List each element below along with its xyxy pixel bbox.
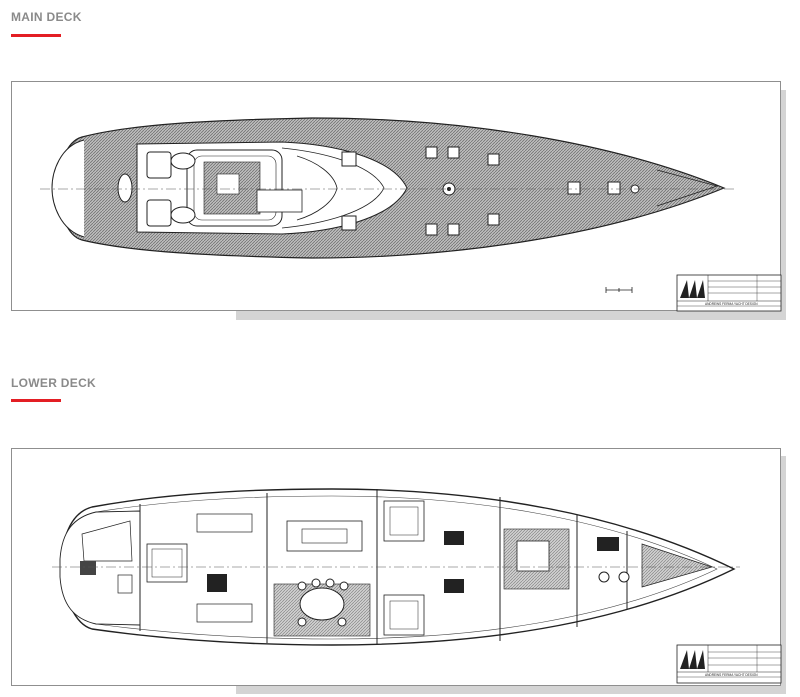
main-deck-title-block: ANDREWS FERMA YACHT DESIGN (676, 274, 782, 312)
lower-deck-drawing-sheet[interactable]: ANDREWS FERMA YACHT DESIGN (11, 448, 782, 686)
main-deck-firm-line: ANDREWS FERMA YACHT DESIGN (705, 302, 758, 306)
main-deck-plan: ANDREWS FERMA YACHT DESIGN (40, 117, 782, 312)
lower-deck-accent-underline (11, 399, 61, 402)
main-deck-title: MAIN DECK (11, 10, 82, 24)
main-deck-drawing-sheet[interactable]: ANDREWS FERMA YACHT DESIGN (11, 81, 782, 312)
lower-deck-firm-line: ANDREWS FERMA YACHT DESIGN (705, 673, 758, 677)
lower-deck-plan: ANDREWS FERMA YACHT DESIGN (52, 488, 782, 684)
main-deck-accent-underline (11, 34, 61, 37)
lower-deck-dining-table (299, 587, 345, 621)
lower-deck-title: LOWER DECK (11, 376, 96, 390)
lower-deck-title-block: ANDREWS FERMA YACHT DESIGN (676, 644, 782, 684)
studio-logo-icon (680, 650, 705, 669)
studio-logo-icon (680, 280, 705, 298)
